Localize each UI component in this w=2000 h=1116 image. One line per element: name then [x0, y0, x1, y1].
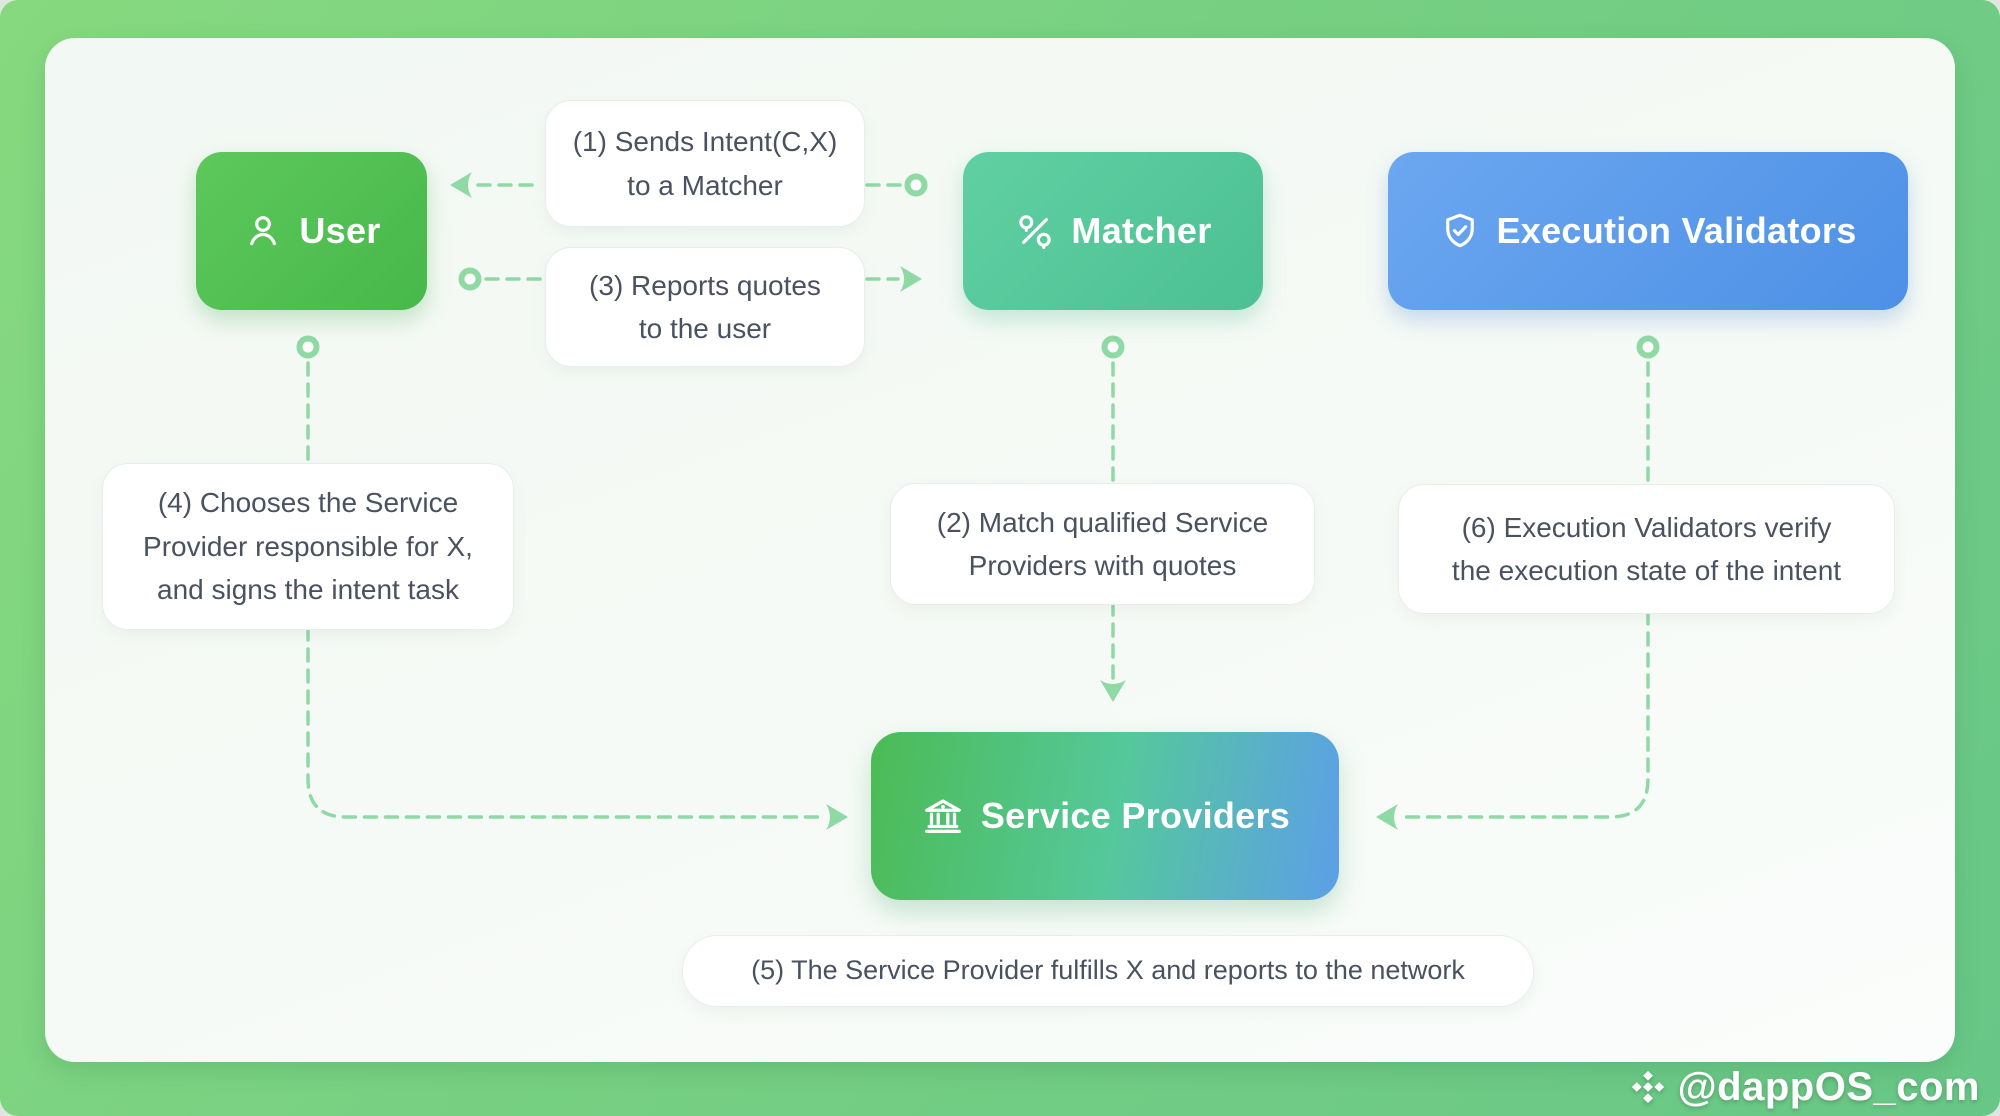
step-2-match-providers: (2) Match qualified Service Providers wi… [890, 483, 1315, 605]
node-matcher-label: Matcher [1071, 210, 1212, 251]
step-3-reports-quotes: (3) Reports quotes to the user [545, 247, 865, 367]
binance-diamond-icon [1631, 1070, 1664, 1104]
step-2-text: (2) Match qualified Service Providers wi… [936, 506, 1269, 581]
match-pins-icon [1019, 215, 1052, 250]
bank-icon [924, 799, 961, 833]
step-1-sends-intent: (1) Sends Intent(C,X) to a Matcher [545, 100, 865, 227]
step-6-validators-verify: (6) Execution Validators verify the exec… [1398, 484, 1895, 614]
user-icon [250, 216, 277, 246]
step-4-text: (4) Chooses the Service Provider respons… [143, 487, 473, 606]
watermark: @dappOS_com [1629, 1062, 1980, 1112]
node-service-providers: Service Providers [871, 732, 1339, 900]
node-user-label: User [299, 210, 381, 251]
step-5-text: (5) The Service Provider fulfills X and … [751, 955, 1465, 986]
step-1-text: (1) Sends Intent(C,X) to a Matcher [572, 126, 838, 201]
node-user: User [196, 152, 427, 310]
shield-check-icon [1446, 213, 1475, 248]
watermark-handle: @dappOS_com [1677, 1064, 1980, 1109]
node-matcher: Matcher [963, 152, 1263, 310]
node-service-providers-label: Service Providers [980, 795, 1291, 836]
step-6-text: (6) Execution Validators verify the exec… [1451, 511, 1842, 586]
step-3-text: (3) Reports quotes to the user [589, 269, 821, 344]
step-4-chooses-provider: (4) Chooses the Service Provider respons… [102, 463, 514, 630]
step-5-provider-fulfills: (5) The Service Provider fulfills X and … [682, 935, 1534, 1007]
node-execution-validators: Execution Validators [1388, 152, 1908, 310]
node-execution-validators-label: Execution Validators [1496, 210, 1857, 251]
